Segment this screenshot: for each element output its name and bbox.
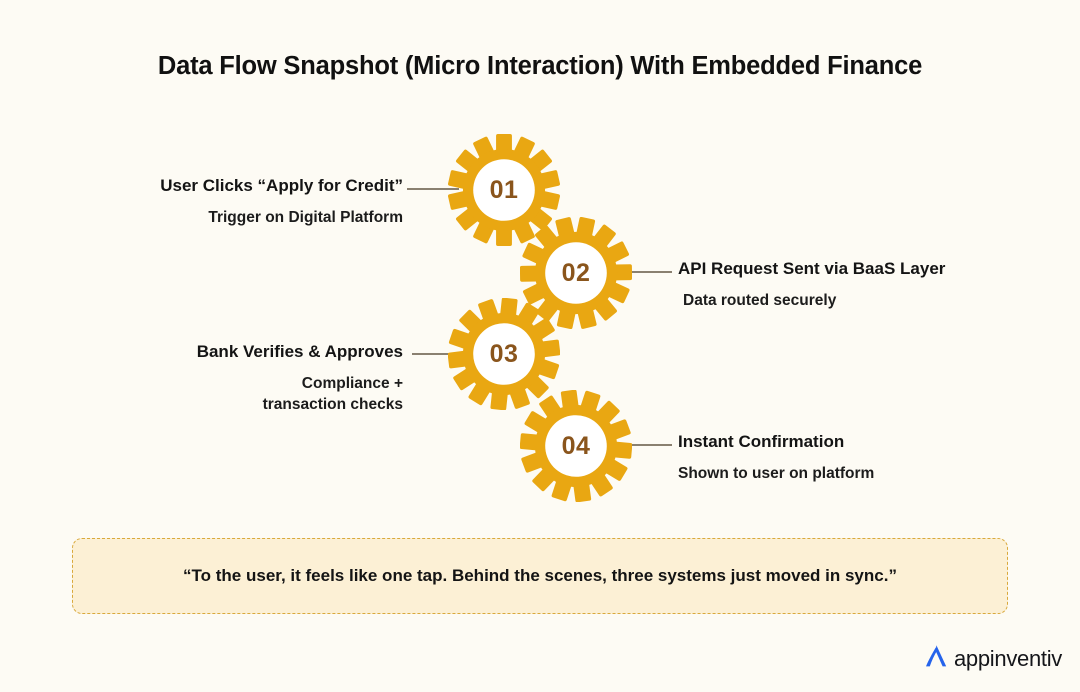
step-subtitle-line: Shown to user on platform — [678, 465, 875, 483]
step-title-3: Bank Verifies & Approves — [196, 342, 403, 361]
appinventiv-logo: appinventiv — [921, 641, 1062, 676]
step-title-2: API Request Sent via BaaS Layer — [678, 259, 946, 278]
connector-line-step-2 — [620, 271, 672, 273]
step-title-1: User Clicks “Apply for Credit” — [160, 176, 403, 195]
appinventiv-a-mark-icon — [921, 641, 951, 676]
step-subtitle-4: Shown to user on platform — [678, 464, 1078, 485]
step-label-1: User Clicks “Apply for Credit” Trigger o… — [0, 176, 403, 229]
quote-callout-box: “To the user, it feels like one tap. Beh… — [72, 538, 1008, 614]
gear-icon-step-4: 04 — [520, 390, 632, 502]
step-subtitle-line: Compliance + — [301, 375, 403, 393]
connector-line-step-1 — [407, 188, 459, 190]
gear-icon-step-2: 02 — [520, 217, 632, 329]
quote-text: “To the user, it feels like one tap. Beh… — [183, 566, 897, 585]
gear-icon-step-1: 01 — [448, 134, 560, 246]
step-subtitle-line: Trigger on Digital Platform — [208, 209, 403, 227]
step-subtitle-line: transaction checks — [262, 396, 403, 414]
step-subtitle-line: Data routed securely — [683, 292, 837, 310]
step-subtitle-2: Data routed securely — [678, 291, 1078, 312]
step-title-4: Instant Confirmation — [678, 432, 845, 451]
appinventiv-wordmark: appinventiv — [954, 645, 1062, 671]
gear-cluster: 01 — [430, 128, 690, 518]
connector-line-step-3 — [412, 353, 460, 355]
step-subtitle-1: Trigger on Digital Platform — [0, 208, 403, 229]
connector-line-step-4 — [620, 444, 672, 446]
step-label-2: API Request Sent via BaaS Layer Data rou… — [678, 259, 1078, 312]
page-title: Data Flow Snapshot (Micro Interaction) W… — [157, 52, 923, 80]
step-subtitle-3: Compliance + transaction checks — [0, 374, 403, 416]
step-label-4: Instant Confirmation Shown to user on pl… — [678, 432, 1078, 485]
step-label-3: Bank Verifies & Approves Compliance + tr… — [0, 342, 403, 416]
